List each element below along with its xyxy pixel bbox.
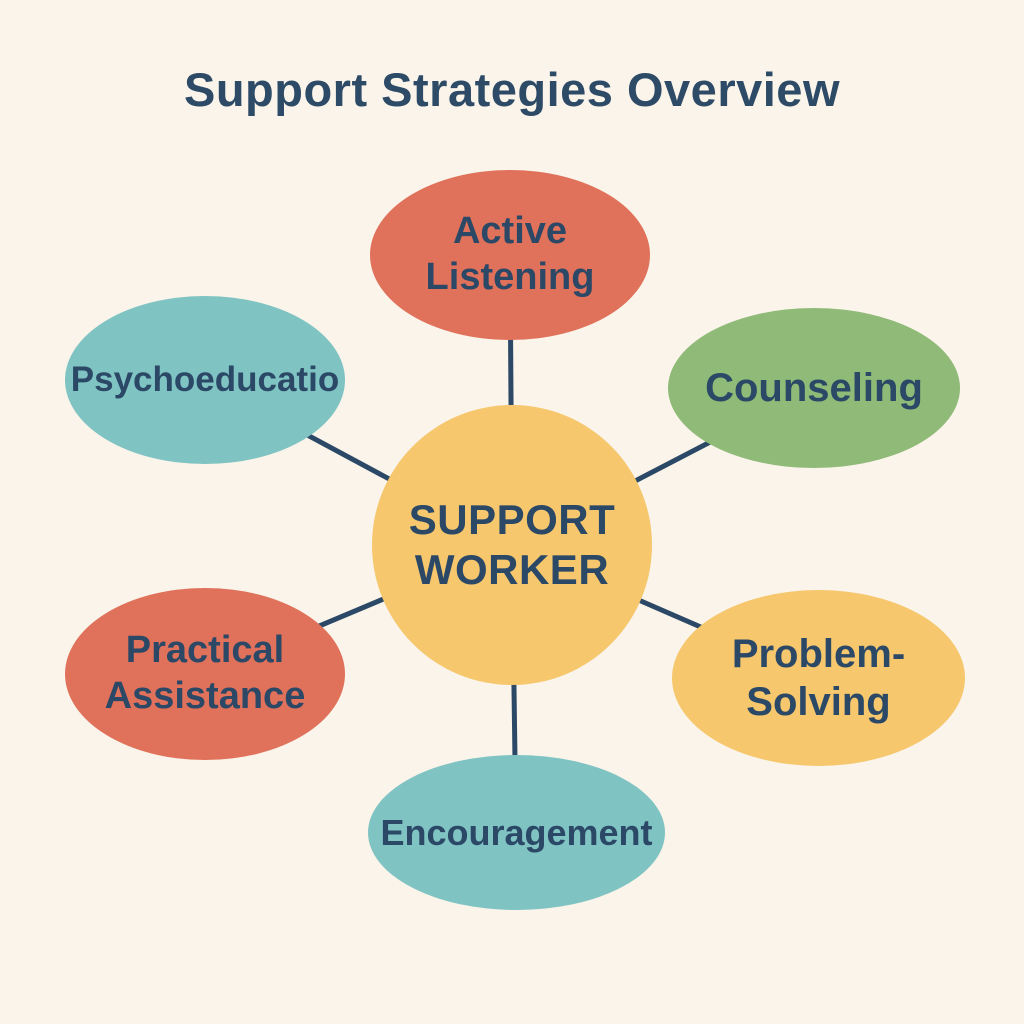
node-psychoeducation: Psychoeducatio xyxy=(65,296,345,464)
node-practical-assistance-label: Practical Assistance xyxy=(104,629,306,717)
node-active-listening: Active Listening xyxy=(370,170,650,340)
node-counseling: Counseling xyxy=(668,308,960,468)
node-active-listening-label: Active Listening xyxy=(425,210,595,298)
node-psychoeducation-label: Psychoeducatio xyxy=(70,360,340,399)
diagram-title: Support Strategies Overview xyxy=(183,63,841,116)
node-counseling-label: Counseling xyxy=(705,366,923,410)
node-practical-assistance: Practical Assistance xyxy=(65,588,345,760)
node-encouragement-label: Encouragement xyxy=(380,811,653,853)
node-problem-solving: Problem-Solving xyxy=(672,590,965,766)
node-problem-solving-label: Problem-Solving xyxy=(731,632,906,724)
node-encouragement: Encouragement xyxy=(368,755,665,910)
node-support-worker: SUPPORT WORKER xyxy=(372,405,652,685)
node-support-worker-label: SUPPORT WORKER xyxy=(408,495,616,593)
